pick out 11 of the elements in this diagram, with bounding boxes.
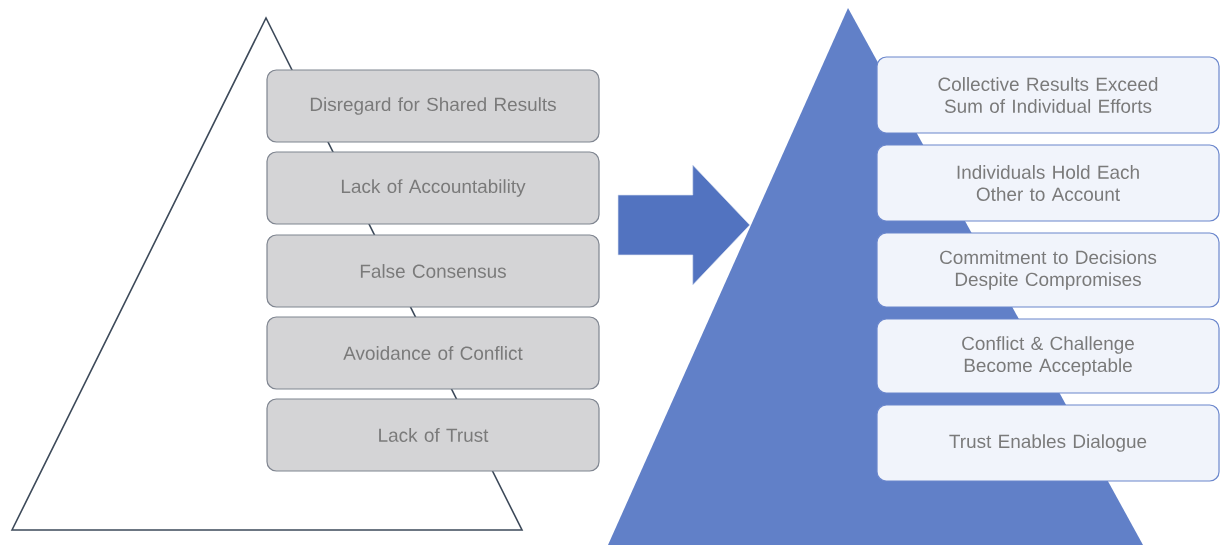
- text-box: Individuals Hold Each Other to Account: [876, 144, 1220, 222]
- text-box: Collective Results Exceed Sum of Individual Efforts: [876, 56, 1220, 134]
- text-box: Conflict & Challenge Become Acceptable: [876, 318, 1220, 394]
- text-box: Lack of Accountability: [266, 151, 600, 225]
- text-box: Lack of Trust: [266, 398, 600, 472]
- block-arrow: [617, 164, 751, 286]
- text-box: Commitment to Decisions Despite Compromises: [876, 232, 1220, 308]
- text-box: Avoidance of Conflict: [266, 316, 600, 390]
- text-box: False Consensus: [266, 234, 600, 308]
- text-box: Disregard for Shared Results: [266, 69, 600, 143]
- text-box: Trust Enables Dialogue: [876, 404, 1220, 482]
